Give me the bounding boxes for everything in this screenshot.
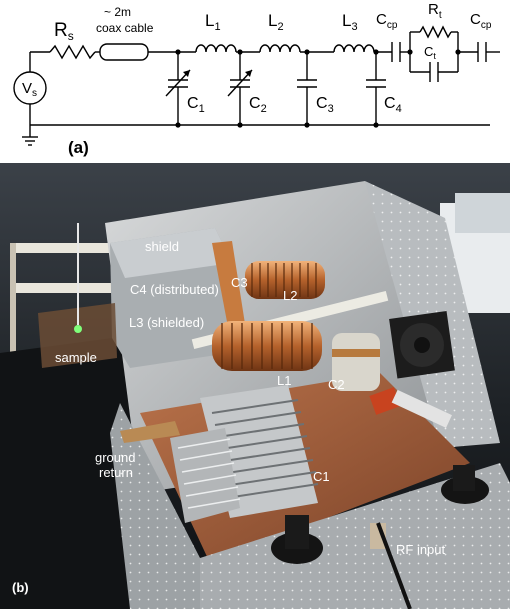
ccp-right-label: Ccp: [470, 11, 492, 31]
ccp-left-label: Ccp: [376, 11, 398, 31]
circuit-schematic: Vs Rs ~ 2m coax cable L1 L2 L3 C1 C2 C3 …: [13, 1, 500, 157]
l3-inductor-symbol: [333, 44, 375, 53]
ground-icon: [22, 125, 38, 146]
ct-label: Ct: [424, 44, 436, 61]
rt-resistor-symbol: [419, 25, 452, 39]
sample-light-icon: [74, 325, 82, 333]
c3-label: C3: [316, 95, 334, 115]
rt-label: Rt: [428, 1, 442, 21]
cable-label-line2: coax cable: [96, 21, 154, 35]
knob-left: [271, 515, 323, 564]
knob-right: [441, 465, 489, 504]
panel-a-label: (a): [68, 138, 89, 157]
c4-label: C4: [384, 95, 402, 115]
label-ground-line2: return: [99, 465, 133, 480]
label-c3: C3: [231, 275, 248, 290]
l1-inductor-symbol: [195, 44, 237, 53]
l3-label: L3: [342, 11, 358, 33]
label-l1: L1: [277, 373, 291, 388]
hardware-photo: shield C4 (distributed) C3 L2 L3 (shield…: [0, 163, 510, 609]
ground-return-strip: [120, 421, 180, 443]
l1-label: L1: [205, 11, 221, 33]
label-rf-input: RF input: [396, 542, 446, 557]
label-l3: L3 (shielded): [129, 315, 204, 330]
label-sample: sample: [55, 350, 97, 365]
label-c1: C1: [313, 469, 330, 484]
rf-input-connector: [370, 522, 412, 609]
cable-label-line1: ~ 2m: [104, 5, 131, 19]
c2-label: C2: [249, 95, 267, 115]
l2-inductor-symbol: [259, 44, 301, 53]
source-label: Vs: [22, 80, 37, 99]
coax-cable-symbol: [99, 43, 149, 61]
label-ground-line1: ground: [95, 450, 135, 465]
label-l2: L2: [283, 288, 297, 303]
c2-vacuum-capacitor: [332, 333, 452, 428]
label-c2: C2: [328, 377, 345, 392]
rs-label: Rs: [54, 20, 74, 43]
panel-b-label: (b): [12, 580, 29, 595]
l2-coil: [245, 261, 325, 299]
label-shield: shield: [145, 239, 179, 254]
rs-resistor-symbol: [49, 44, 96, 60]
c1-variable-capacitor: [170, 385, 319, 523]
c1-label: C1: [187, 95, 205, 115]
fan: [389, 310, 455, 379]
l1-coil: [212, 321, 322, 371]
l2-label: L2: [268, 11, 284, 33]
label-c4: C4 (distributed): [130, 282, 219, 297]
sample-holder: [38, 223, 117, 368]
